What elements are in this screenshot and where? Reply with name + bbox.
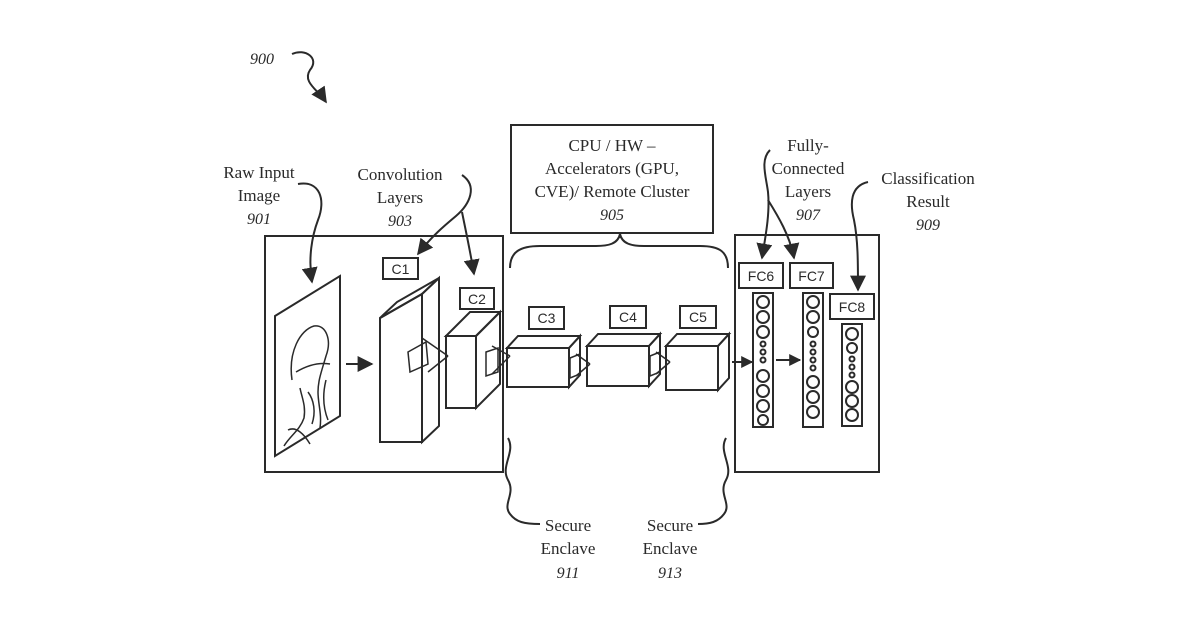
figure-ref-number: 900	[250, 51, 274, 68]
conv-block-c3	[507, 336, 590, 387]
svg-text:Classification: Classification	[881, 169, 975, 188]
fc8-neuron-column	[842, 324, 862, 426]
svg-text:Enclave: Enclave	[541, 539, 596, 558]
svg-text:913: 913	[658, 565, 682, 582]
conv-callout-arrow-c2	[462, 212, 474, 274]
svg-text:Enclave: Enclave	[643, 539, 698, 558]
svg-text:Convolution: Convolution	[357, 165, 443, 184]
conv-block-c2	[446, 312, 510, 408]
svg-text:Connected: Connected	[772, 159, 845, 178]
conv-block-c5	[666, 334, 729, 390]
svg-text:Secure: Secure	[647, 516, 693, 535]
cpu-label: CPU / HW – Accelerators (GPU, CVE)/ Remo…	[535, 136, 690, 224]
svg-text:911: 911	[557, 565, 580, 582]
convolution-label: Convolution Layers 903	[357, 165, 443, 230]
svg-text:CPU / HW –: CPU / HW –	[568, 136, 656, 155]
svg-text:903: 903	[388, 213, 412, 230]
enclave-913-connector	[698, 438, 728, 524]
conv-block-c1	[380, 278, 448, 442]
svg-text:Result: Result	[906, 192, 950, 211]
conv-block-c4	[587, 334, 670, 386]
svg-text:Accelerators (GPU,: Accelerators (GPU,	[545, 159, 679, 178]
label-c3: C3	[538, 310, 556, 326]
svg-text:909: 909	[916, 217, 940, 234]
label-fc7: FC7	[798, 268, 825, 284]
fc-callout-arrow-fc6	[762, 150, 770, 258]
svg-text:Layers: Layers	[785, 182, 831, 201]
raw-input-label: Raw Input Image 901	[223, 163, 295, 228]
svg-text:907: 907	[796, 207, 821, 224]
svg-text:CVE)/ Remote Cluster: CVE)/ Remote Cluster	[535, 182, 690, 201]
label-fc8: FC8	[839, 299, 866, 315]
svg-text:Secure: Secure	[545, 516, 591, 535]
enclave-913-label: Secure Enclave 913	[643, 516, 698, 582]
fc-callout-arrow-fc7	[768, 200, 794, 258]
raw-input-image	[275, 276, 340, 456]
fully-connected-label: Fully- Connected Layers 907	[772, 136, 845, 224]
label-fc6: FC6	[748, 268, 775, 284]
label-c4: C4	[619, 309, 637, 325]
label-c2: C2	[468, 291, 486, 307]
fc7-neuron-column	[803, 293, 823, 427]
svg-text:Image: Image	[238, 186, 280, 205]
svg-text:Layers: Layers	[377, 188, 423, 207]
svg-text:Raw Input: Raw Input	[223, 163, 295, 182]
label-c5: C5	[689, 309, 707, 325]
figure-ref-arrow	[292, 52, 326, 102]
svg-text:901: 901	[247, 211, 271, 228]
raw-input-callout-arrow	[298, 183, 321, 282]
cpu-brace	[510, 234, 728, 268]
enclave-911-connector	[506, 438, 540, 524]
classification-label: Classification Result 909	[881, 169, 975, 234]
fc6-neuron-column	[753, 293, 773, 427]
svg-text:905: 905	[600, 207, 624, 224]
svg-text:Fully-: Fully-	[787, 136, 829, 155]
label-c1: C1	[392, 261, 410, 277]
enclave-911-label: Secure Enclave 911	[541, 516, 596, 582]
